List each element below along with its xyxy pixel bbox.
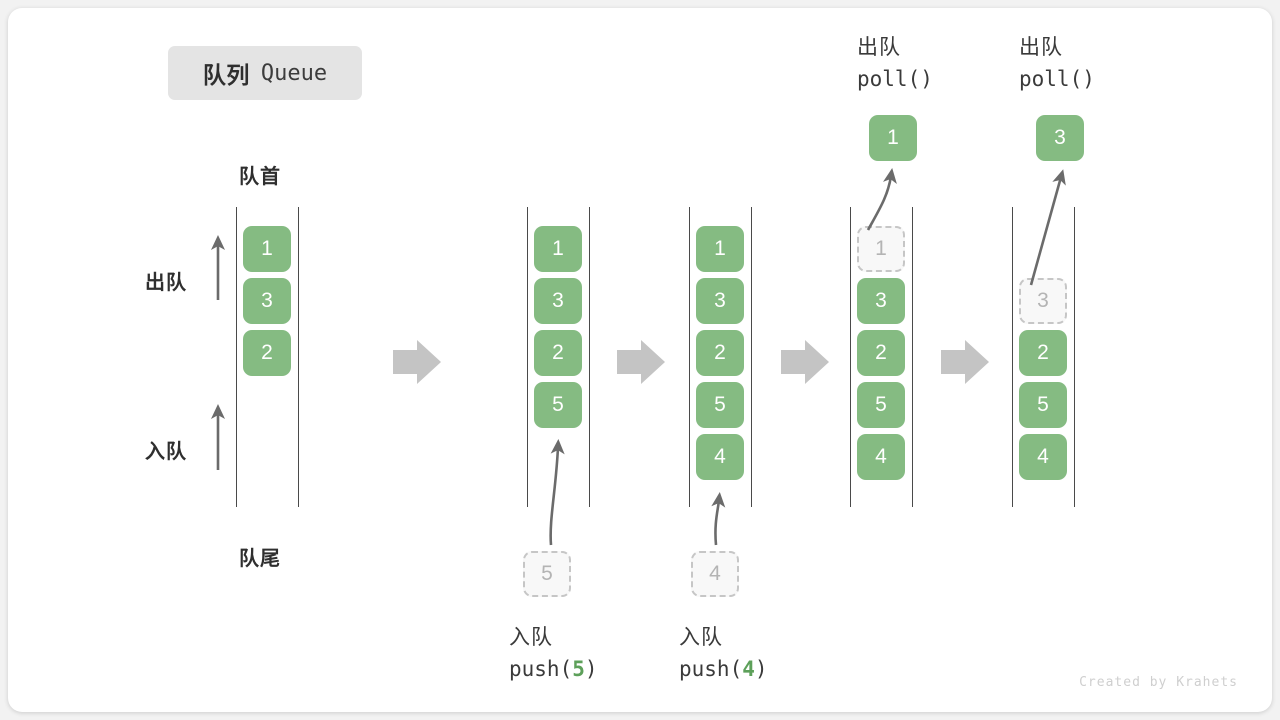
queue-cell: 3 [696,278,744,324]
queue-cell: 2 [1019,330,1067,376]
rail-right [751,207,752,507]
incoming-ghost-cell-4: 4 [691,551,739,597]
popped-cell-1: 1 [869,115,917,161]
queue-cell: 1 [696,226,744,272]
queue-cell: 2 [243,330,291,376]
push-5-code: push(5) [509,657,598,681]
rail-left [1012,207,1013,507]
queue-cell: 1 [534,226,582,272]
queue-cell: 1 [243,226,291,272]
queue-tail-label: 队尾 [239,548,281,570]
cell-stack: 1 3 2 5 4 [696,226,744,486]
dequeue-direction-label: 出队 [145,272,187,294]
queue-cell: 5 [696,382,744,428]
enqueue-direction-label: 入队 [145,441,187,463]
enqueue-op-label-4: 入队 [679,626,723,649]
rail-left [689,207,690,507]
queue-cell: 3 [857,278,905,324]
queue-cell: 2 [534,330,582,376]
push-4-code-arg: 4 [742,657,755,681]
rail-right [298,207,299,507]
push-4-code-prefix: push( [679,657,743,681]
queue-cell-empty [1019,226,1067,272]
queue-head-label: 队首 [239,166,281,188]
push-5-code-arg: 5 [572,657,585,681]
rail-left [527,207,528,507]
cell-stack: 1 3 2 [243,226,291,382]
push-4-code: push(4) [679,657,768,681]
queue-cell: 2 [857,330,905,376]
queue-cell: 4 [1019,434,1067,480]
queue-cell-ghost: 3 [1019,278,1067,324]
rail-right [912,207,913,507]
watermark: Created by Krahets [1079,675,1238,690]
dequeue-op-label-3: 出队 [1019,36,1063,59]
push-4-code-suffix: ) [754,657,768,681]
queue-cell: 3 [534,278,582,324]
queue-cell: 5 [534,382,582,428]
cell-stack: 1 3 2 5 4 [857,226,905,486]
rail-left [850,207,851,507]
push-5-code-suffix: ) [584,657,598,681]
cell-stack: 1 3 2 5 [534,226,582,434]
title-chinese: 队列 [202,62,250,88]
queue-cell-ghost: 1 [857,226,905,272]
queue-cell: 5 [857,382,905,428]
popped-cell-3: 3 [1036,115,1084,161]
rail-right [589,207,590,507]
poll-3-code: poll() [1019,67,1095,91]
rail-right [1074,207,1075,507]
title-english: Queue [260,60,328,86]
poll-1-code: poll() [857,67,933,91]
incoming-ghost-cell-5: 5 [523,551,571,597]
diagram-card [8,8,1272,712]
queue-cell: 2 [696,330,744,376]
rail-left [236,207,237,507]
queue-cell: 4 [857,434,905,480]
enqueue-op-label-5: 入队 [509,626,553,649]
queue-cell: 5 [1019,382,1067,428]
title-badge: 队列 Queue [168,46,362,100]
push-5-code-prefix: push( [509,657,573,681]
queue-cell: 3 [243,278,291,324]
dequeue-op-label-1: 出队 [857,36,901,59]
cell-stack: 3 2 5 4 [1019,226,1067,486]
queue-cell: 4 [696,434,744,480]
